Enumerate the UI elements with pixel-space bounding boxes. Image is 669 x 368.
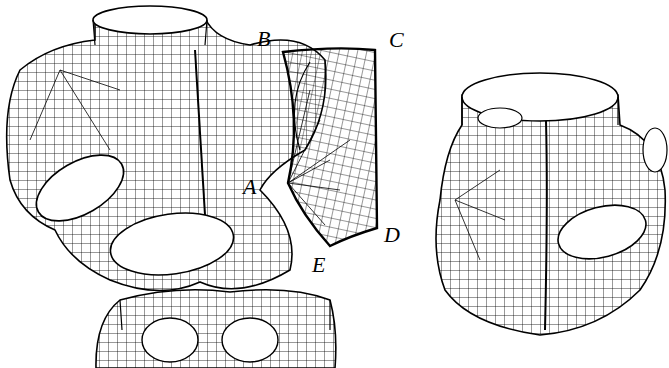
bottom-surface (96, 290, 336, 368)
right-surface (436, 73, 667, 335)
point-label: C (389, 29, 404, 51)
point-label: D (384, 224, 400, 246)
surface-patch (283, 48, 377, 246)
left-surface (7, 6, 326, 291)
point-label: E (312, 254, 325, 276)
point-label: B (257, 28, 270, 50)
point-label: A (243, 176, 256, 198)
